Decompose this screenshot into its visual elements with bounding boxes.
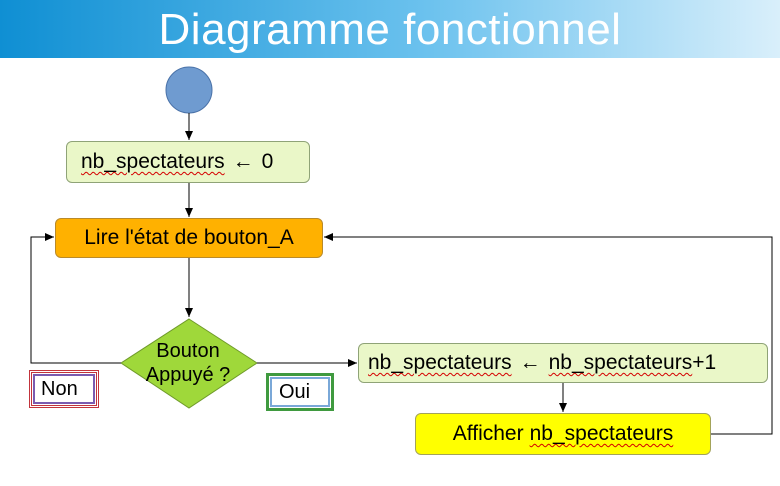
title-bar: Diagramme fonctionnel: [0, 0, 780, 58]
increment-step: nb_spectateurs ← nb_spectateurs +1: [358, 343, 768, 383]
decision-line-2: Appuyé ?: [145, 364, 231, 386]
branch-yes-label: Oui: [266, 373, 334, 411]
branch-no-label: Non: [29, 370, 99, 408]
init-step: nb_spectateurs ← 0: [66, 141, 310, 183]
page-title: Diagramme fonctionnel: [158, 5, 622, 54]
display-var: nb_spectateurs: [529, 422, 674, 445]
branch-no-text: Non: [41, 377, 78, 400]
read-label: Lire l'état de bouton_A: [84, 226, 294, 249]
decision-diamond: [120, 318, 258, 409]
increment-expr-rest: +1: [692, 351, 717, 374]
increment-expr-var: nb_spectateurs: [548, 351, 693, 374]
arrow-display-loop: [324, 233, 773, 435]
decision-line-1: Bouton: [156, 340, 220, 362]
display-step: Afficher nb_spectateurs: [415, 413, 711, 455]
init-var: nb_spectateurs: [81, 150, 225, 173]
display-verb: Afficher: [452, 422, 524, 445]
increment-var: nb_spectateurs: [368, 351, 512, 374]
assign-arrow: ←: [519, 351, 541, 374]
start-node: [165, 66, 213, 114]
init-value: 0: [261, 150, 274, 173]
branch-yes-text: Oui: [279, 380, 311, 403]
read-step: Lire l'état de bouton_A: [55, 218, 323, 258]
decision-label: Bouton Appuyé ?: [128, 339, 248, 387]
arrow-no-loop: [30, 233, 121, 364]
assign-arrow: ←: [232, 150, 254, 173]
